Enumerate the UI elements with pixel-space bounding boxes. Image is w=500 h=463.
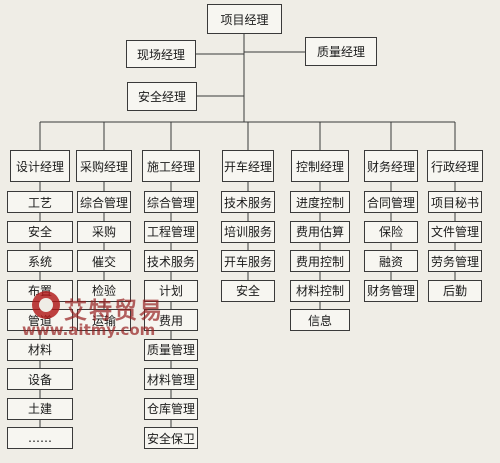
commissioning-manager-box: 开车经理: [222, 150, 274, 182]
finance-item: 财务管理: [364, 279, 418, 302]
admin-item: 项目秘书: [428, 191, 482, 213]
commissioning-item: 开车服务: [221, 250, 275, 272]
construction-item: 仓库管理: [144, 397, 198, 420]
commissioning-item: 技术服务: [221, 191, 275, 213]
design-item: 工艺: [7, 191, 73, 213]
commissioning-item: 培训服务: [221, 220, 275, 243]
design-item: 系统: [7, 250, 73, 272]
design-item: 安全: [7, 220, 73, 243]
construction-item: 综合管理: [144, 191, 198, 213]
commissioning-item: 安全: [221, 279, 275, 302]
finance-manager-box: 财务经理: [364, 150, 418, 182]
procurement-item: 采购: [77, 220, 131, 243]
construction-item: 技术服务: [144, 250, 198, 272]
control-item: 材料控制: [290, 279, 350, 302]
project-manager-box: 项目经理: [207, 4, 282, 34]
design-item: 材料: [7, 338, 73, 361]
design-item: 布置: [7, 279, 73, 302]
finance-item: 合同管理: [364, 191, 418, 213]
quality-manager-box: 质量经理: [305, 37, 377, 66]
control-item: 费用控制: [290, 250, 350, 272]
safety-manager-box: 安全经理: [127, 82, 197, 111]
procurement-item: 检验: [77, 279, 131, 302]
control-item: 费用估算: [290, 220, 350, 243]
design-item: 管道: [7, 309, 73, 331]
admin-item: 文件管理: [428, 220, 482, 243]
procurement-manager-box: 采购经理: [76, 150, 132, 182]
construction-item: 安全保卫: [144, 427, 198, 449]
construction-item: 计划: [144, 279, 198, 302]
construction-item: 工程管理: [144, 220, 198, 243]
admin-item: 后勤: [428, 279, 482, 302]
design-item: ……: [7, 427, 73, 449]
construction-manager-box: 施工经理: [142, 150, 200, 182]
admin-manager-box: 行政经理: [427, 150, 483, 182]
construction-item: 质量管理: [144, 338, 198, 361]
procurement-item: 运输: [77, 309, 131, 331]
control-manager-box: 控制经理: [291, 150, 349, 182]
control-item: 信息: [290, 309, 350, 331]
admin-item: 劳务管理: [428, 250, 482, 272]
construction-item: 材料管理: [144, 368, 198, 390]
control-item: 进度控制: [290, 191, 350, 213]
procurement-item: 综合管理: [77, 191, 131, 213]
procurement-item: 催交: [77, 250, 131, 272]
design-item: 土建: [7, 397, 73, 420]
design-item: 设备: [7, 368, 73, 390]
finance-item: 融资: [364, 250, 418, 272]
construction-item: 费用: [144, 309, 198, 331]
design-manager-box: 设计经理: [10, 150, 70, 182]
site-manager-box: 现场经理: [126, 40, 196, 68]
finance-item: 保险: [364, 220, 418, 243]
